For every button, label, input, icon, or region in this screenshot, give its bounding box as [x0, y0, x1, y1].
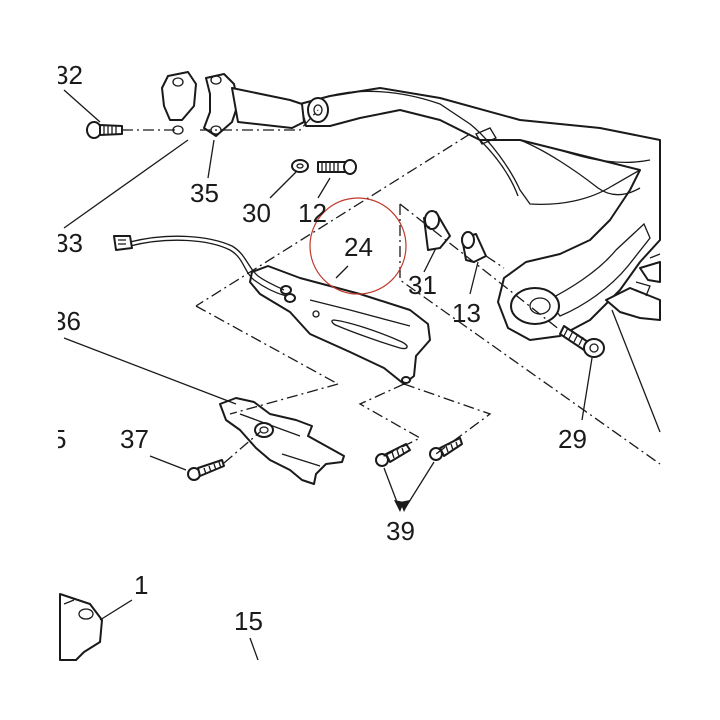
callout-24: 24 — [344, 232, 373, 262]
bushing-13-icon — [461, 231, 487, 263]
callout-12: 12 — [298, 198, 327, 228]
screw-39b-icon — [429, 437, 463, 461]
callout-30: 30 — [242, 198, 271, 228]
screw-32-icon — [86, 121, 123, 139]
crop-mask — [0, 0, 58, 720]
axis-13 — [485, 255, 505, 269]
bolt-29-icon — [559, 325, 605, 358]
cover-plate-36 — [219, 397, 345, 485]
screw-39a-icon — [375, 443, 411, 467]
callout-13: 13 — [452, 298, 481, 328]
swingarm — [299, 87, 661, 341]
part-1 — [59, 593, 103, 661]
callout-31: 31 — [408, 270, 437, 300]
arrow-39b-icon — [400, 500, 410, 512]
sensor-bracket-24 — [249, 265, 431, 385]
washer-30-icon — [291, 159, 309, 173]
axis-37 — [223, 431, 261, 464]
spacer-31-icon — [423, 210, 451, 251]
callout-15: 15 — [234, 606, 263, 636]
callout-32: 32 — [54, 60, 83, 90]
assembly-lines — [195, 109, 661, 465]
screw-37-icon — [187, 459, 225, 481]
sensor-cable — [113, 235, 287, 297]
callout-35: 35 — [190, 178, 219, 208]
callout-33: 33 — [54, 228, 83, 258]
handlebar-clamp — [161, 71, 305, 137]
highlight-circle — [309, 197, 407, 295]
callout-39: 39 — [386, 516, 415, 546]
callout-1: 1 — [134, 570, 148, 600]
callout-37: 37 — [120, 424, 149, 454]
callout-29: 29 — [558, 424, 587, 454]
leader-lines — [63, 89, 661, 661]
screw-12-icon — [317, 159, 357, 175]
